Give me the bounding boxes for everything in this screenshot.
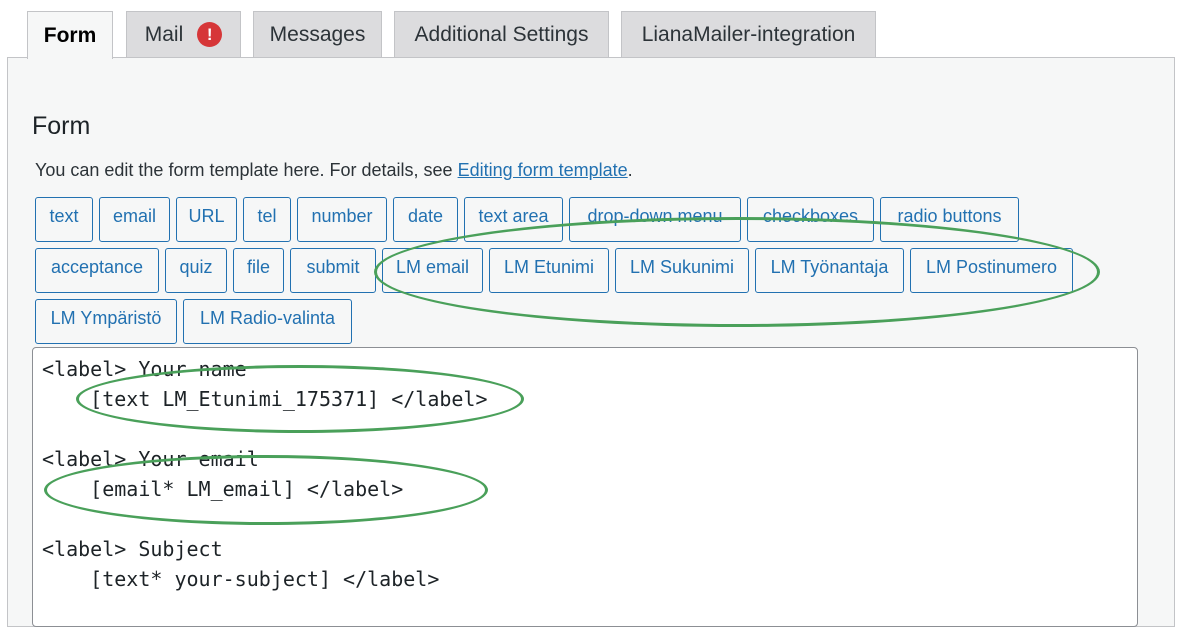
tab-form-label: Form: [43, 23, 97, 47]
tag-button-number[interactable]: number: [297, 197, 387, 242]
tag-button-submit[interactable]: submit: [290, 248, 376, 293]
tag-button-label: radio buttons: [897, 206, 1002, 226]
tag-button-label: date: [407, 206, 444, 226]
tag-button-label: URL: [188, 206, 225, 226]
tag-button-label: LM Työnantaja: [770, 257, 889, 277]
tab-additional-settings[interactable]: Additional Settings: [394, 11, 609, 57]
tag-button-label: tel: [257, 206, 277, 226]
description-text: You can edit the form template here. For…: [35, 160, 458, 180]
tag-button-tel[interactable]: tel: [243, 197, 291, 242]
warning-badge-icon: !: [197, 22, 223, 47]
tab-messages-label: Messages: [269, 22, 366, 46]
editing-form-template-link[interactable]: Editing form template: [457, 160, 628, 180]
tag-button-lm-email[interactable]: LM email: [382, 248, 483, 293]
tag-button-label: text area: [478, 206, 549, 226]
tag-button-radio-buttons[interactable]: radio buttons: [880, 197, 1019, 242]
tab-lianamailer-integration-label: LianaMailer-integration: [641, 22, 856, 46]
tag-button-label: acceptance: [50, 257, 144, 277]
tag-button-label: text: [49, 206, 79, 226]
code-line: [text* your-subject] </label>: [42, 567, 440, 591]
tag-button-email[interactable]: email: [99, 197, 170, 242]
tab-mail[interactable]: Mail !: [126, 11, 241, 57]
tag-button-label: LM Etunimi: [503, 257, 595, 277]
tag-button-date[interactable]: date: [393, 197, 458, 242]
tag-button-drop-down-menu[interactable]: drop-down menu: [569, 197, 741, 242]
tag-button-label: LM Postinumero: [925, 257, 1058, 277]
tag-button-label: quiz: [179, 257, 213, 277]
tag-button-text[interactable]: text: [35, 197, 93, 242]
tag-button-label: submit: [306, 257, 360, 277]
tag-button-quiz[interactable]: quiz: [165, 248, 227, 293]
code-line: <label> Your name: [42, 357, 247, 381]
tag-button-text-area[interactable]: text area: [464, 197, 563, 242]
tag-button-checkboxes[interactable]: checkboxes: [747, 197, 874, 242]
tag-button-label: LM Sukunimi: [629, 257, 735, 277]
form-template-editor[interactable]: [32, 347, 1138, 627]
tab-messages[interactable]: Messages: [253, 11, 382, 57]
tag-button-lm-sukunimi[interactable]: LM Sukunimi: [615, 248, 749, 293]
description-end: .: [627, 160, 633, 180]
tag-button-acceptance[interactable]: acceptance: [35, 248, 159, 293]
tag-button-label: drop-down menu: [587, 206, 723, 226]
tag-button-label: file: [246, 257, 270, 277]
tag-button-lm-postinumero[interactable]: LM Postinumero: [910, 248, 1073, 293]
section-title: Form: [32, 112, 91, 140]
tag-button-label: LM email: [395, 257, 470, 277]
tab-lianamailer-integration[interactable]: LianaMailer-integration: [621, 11, 876, 57]
tag-button-label: checkboxes: [762, 206, 859, 226]
tag-button-label: LM Ympäristö: [50, 308, 162, 328]
tab-additional-settings-label: Additional Settings: [414, 22, 589, 46]
code-line: <label> Your email: [42, 447, 259, 471]
code-line: [text LM_Etunimi_175371] </label>: [42, 387, 488, 411]
tag-button-label: LM Radio-valinta: [199, 308, 336, 328]
tab-mail-label: Mail: [144, 22, 184, 46]
tag-button-lm-ymparisto[interactable]: LM Ympäristö: [35, 299, 177, 344]
code-line: <label> Subject: [42, 537, 223, 561]
section-description: You can edit the form template here. For…: [35, 160, 633, 181]
tag-button-lm-etunimi[interactable]: LM Etunimi: [489, 248, 609, 293]
tab-bar: Form Mail ! Messages Additional Settings…: [0, 0, 1199, 59]
code-line: [email* LM_email] </label>: [42, 477, 404, 501]
tag-button-lm-radio-valinta[interactable]: LM Radio-valinta: [183, 299, 352, 344]
tag-button-url[interactable]: URL: [176, 197, 237, 242]
tag-button-file[interactable]: file: [233, 248, 284, 293]
tag-button-label: email: [112, 206, 156, 226]
tag-button-lm-tyonantaja[interactable]: LM Työnantaja: [755, 248, 904, 293]
tab-form[interactable]: Form: [27, 11, 113, 59]
tag-button-label: number: [311, 206, 373, 226]
